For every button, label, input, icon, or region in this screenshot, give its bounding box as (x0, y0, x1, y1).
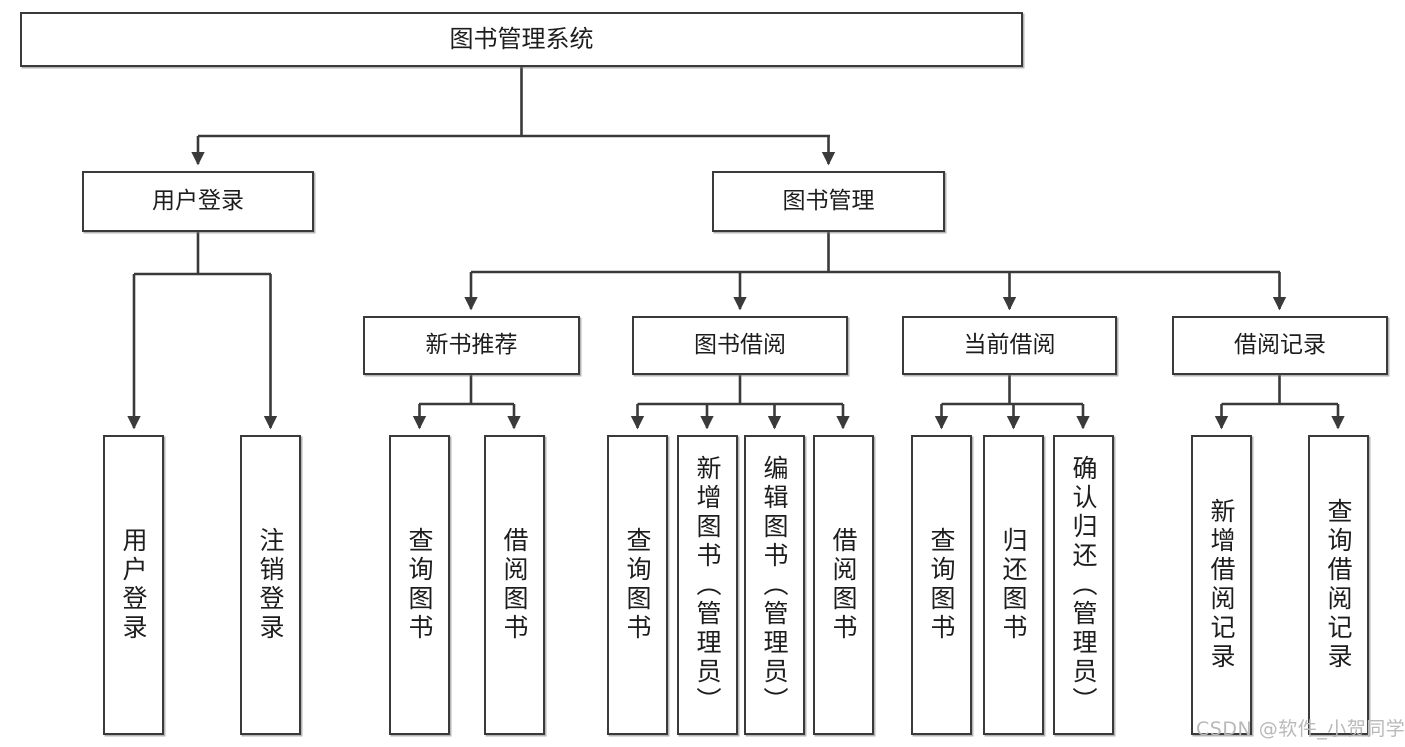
leaf-user-login-label: 用户登录 (119, 527, 148, 643)
node-book-borrow[interactable]: 图书借阅 (632, 316, 848, 375)
leaf-query-book-1-label: 查询图书 (405, 527, 434, 643)
leaf-add-record-label: 新增借阅记录 (1207, 498, 1236, 672)
leaf-query-record[interactable]: 查询借阅记录 (1308, 435, 1369, 735)
leaf-return-book[interactable]: 归还图书 (983, 435, 1044, 735)
leaf-query-book-3-label: 查询图书 (927, 527, 956, 643)
leaf-confirm-return-label: 确认归还（管理员） (1069, 454, 1098, 716)
node-current-borrow-label: 当前借阅 (963, 331, 1056, 358)
leaf-add-book[interactable]: 新增图书（管理员） (677, 435, 738, 735)
leaf-confirm-return[interactable]: 确认归还（管理员） (1053, 435, 1114, 735)
node-book-borrow-label: 图书借阅 (694, 331, 786, 358)
leaf-borrow-book-1[interactable]: 借阅图书 (484, 435, 545, 735)
node-book-manage-label: 图书管理 (782, 187, 875, 214)
leaf-logout-label: 注销登录 (256, 527, 285, 643)
node-borrow-record-label: 借阅记录 (1234, 331, 1326, 358)
node-new-book-recommend-label: 新书推荐 (425, 331, 518, 358)
leaf-query-book-2-label: 查询图书 (623, 527, 652, 643)
leaf-query-book-1[interactable]: 查询图书 (389, 435, 450, 735)
node-book-manage[interactable]: 图书管理 (712, 171, 945, 232)
leaf-edit-book[interactable]: 编辑图书（管理员） (744, 435, 805, 735)
leaf-logout[interactable]: 注销登录 (240, 435, 301, 735)
leaf-borrow-book-2[interactable]: 借阅图书 (813, 435, 874, 735)
node-root[interactable]: 图书管理系统 (20, 12, 1023, 67)
leaf-query-record-label: 查询借阅记录 (1324, 498, 1353, 672)
leaf-borrow-book-2-label: 借阅图书 (829, 527, 858, 643)
leaf-return-book-label: 归还图书 (999, 527, 1028, 643)
leaf-add-record[interactable]: 新增借阅记录 (1191, 435, 1252, 735)
node-borrow-record[interactable]: 借阅记录 (1172, 316, 1388, 375)
node-user-login-label: 用户登录 (152, 187, 244, 214)
leaf-borrow-book-1-label: 借阅图书 (500, 527, 529, 643)
leaf-edit-book-label: 编辑图书（管理员） (760, 454, 789, 716)
csdn-watermark: CSDN @软件_小贺同学 (1196, 718, 1405, 740)
leaf-add-book-label: 新增图书（管理员） (693, 454, 722, 716)
node-root-label: 图书管理系统 (449, 25, 594, 54)
leaf-user-login[interactable]: 用户登录 (103, 435, 164, 735)
node-current-borrow[interactable]: 当前借阅 (902, 316, 1117, 375)
leaf-query-book-2[interactable]: 查询图书 (607, 435, 668, 735)
node-new-book-recommend[interactable]: 新书推荐 (363, 316, 580, 375)
leaf-query-book-3[interactable]: 查询图书 (911, 435, 972, 735)
node-user-login[interactable]: 用户登录 (82, 171, 314, 232)
